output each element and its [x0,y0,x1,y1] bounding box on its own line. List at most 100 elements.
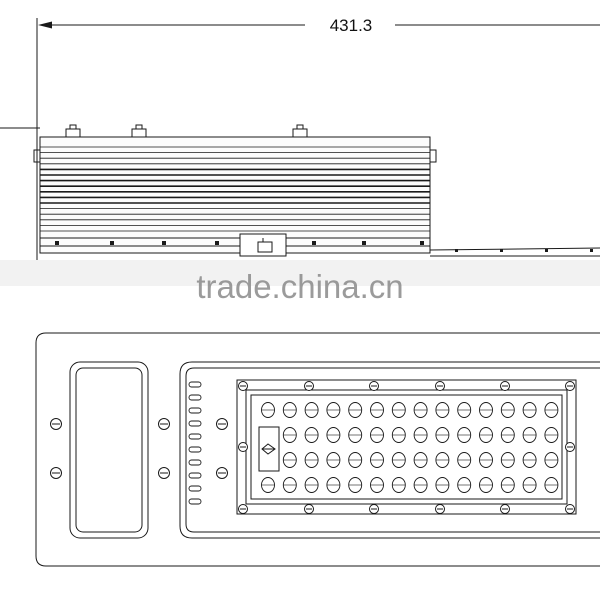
led-lens [479,427,493,443]
led-lens [500,427,515,443]
left-window [69,361,149,539]
led-lens [282,402,297,418]
led-lens [544,452,559,468]
screw-icon [50,418,62,430]
screw-icon [158,418,170,430]
dimension-arrow-left [38,21,52,29]
led-lens [326,402,341,418]
screw-icon [216,467,228,479]
base-mark [110,241,114,245]
lamp-outline [35,332,600,567]
screw-icon [435,504,445,514]
screw-icon [500,381,510,391]
vent-slot [188,420,202,427]
base-mark [162,241,166,245]
vent-slot [188,459,202,466]
led-lens [544,402,559,418]
arm-mark [545,249,548,252]
base-mark [312,241,316,245]
led-lens [261,477,275,493]
base-marks [55,241,593,252]
screw-icon [238,442,248,452]
led-lens [413,477,428,493]
led-lens [282,427,297,443]
led-lens [457,402,472,418]
led-lens [391,402,406,418]
base-mark [420,241,424,245]
heatsink-body [39,136,431,254]
led-lens [479,402,493,418]
led-lens [348,427,363,443]
led-lens [391,477,406,493]
screw-icon [435,381,445,391]
led-lens [326,452,341,468]
screw-icon [565,504,575,514]
top-view [35,332,600,567]
led-lens [435,427,450,443]
side-view [33,124,600,257]
arm-mark [590,249,593,252]
led-lens [413,402,428,418]
led-lens [479,477,493,493]
base-mark [362,241,366,245]
dimension-line [36,18,600,260]
led-lens [282,452,297,468]
led-lens [500,452,515,468]
vent-slot [188,472,202,479]
led-lens [261,402,275,418]
arm-mark [455,249,458,252]
screw-icon [304,504,314,514]
led-lens [304,452,319,468]
led-lens [500,477,515,493]
led-lens [370,452,384,468]
led-lens [326,477,341,493]
led-lens [304,427,319,443]
led-lens [370,427,384,443]
led-lens [522,452,537,468]
vent-slot [188,407,202,414]
top-bolt [292,124,308,138]
led-lens [522,477,537,493]
led-lens [348,402,363,418]
dimension-label: 431.3 [330,16,373,35]
screw-icon [369,504,379,514]
base-mark [55,241,59,245]
led-lens [391,427,406,443]
vent-slot [188,381,202,388]
watermark-text: trade.china.cn [196,268,403,305]
watermark-band [0,260,600,286]
mount-bracket [239,233,287,257]
top-bolt [131,124,147,138]
led-lens [370,402,384,418]
heatsink-fins [40,146,430,232]
led-lens [413,427,428,443]
led-lens [544,477,559,493]
screw-icon [500,504,510,514]
led-lens [479,452,493,468]
left-screws [50,418,228,479]
screw-icon [565,442,575,452]
screw-icon [238,381,248,391]
led-frame-screws [238,381,575,514]
led-lens [304,402,319,418]
led-lens [435,402,450,418]
led-lens [457,452,472,468]
led-lens [413,452,428,468]
top-bolt [65,124,81,138]
screw-icon [216,418,228,430]
led-lens [304,477,319,493]
vent-slot [188,446,202,453]
led-lens [435,477,450,493]
arm-mark [500,249,503,252]
led-lens [457,427,472,443]
vent-slot [188,433,202,440]
led-lens [457,477,472,493]
screw-icon [50,467,62,479]
led-lens [522,427,537,443]
led-lens [391,452,406,468]
led-lens [370,477,384,493]
led-lens [522,402,537,418]
led-lens [326,427,341,443]
led-array [261,402,559,493]
module-panel [179,361,600,539]
